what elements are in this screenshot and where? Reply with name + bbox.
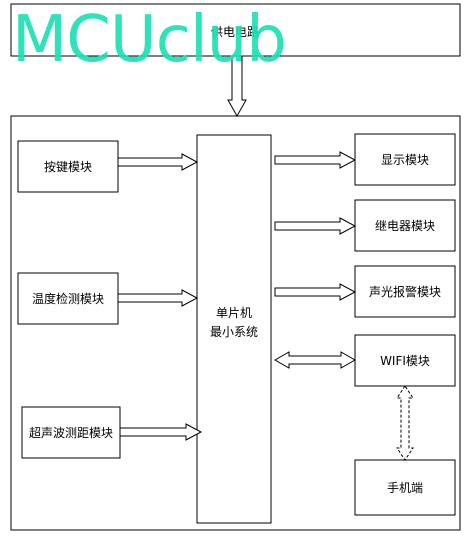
wifi-module-label: WIFI模块 [380,354,430,368]
mcuclub-watermark: MCUclub [12,3,287,77]
power-supply-box [10,3,461,57]
ultrasonic-to-mcu-arrow [119,423,203,441]
wifi-phone-dashed-arrow [396,385,414,461]
ultrasonic-module-box [21,406,121,459]
mcu-label-line2: 最小系统 [210,325,258,339]
wifi-module-box [354,334,456,387]
alarm-module-box [354,265,456,318]
ultrasonic-module-label: 超声波测距模块 [29,425,113,440]
phone-label: 手机端 [387,481,423,495]
mcu-box [196,134,272,524]
key-to-mcu-arrow [117,153,199,171]
temperature-module-box [17,272,119,325]
relay-module-label: 继电器模块 [375,219,435,233]
mcu-label-line1: 单片机 [216,306,252,320]
phone-box [354,459,456,516]
power-down-arrow [227,55,247,118]
temperature-module-label: 温度检测模块 [32,291,104,306]
key-module-label: 按键模块 [44,160,92,174]
system-frame [10,115,461,531]
power-supply-label: 供电电路 [211,24,259,39]
temperature-to-mcu-arrow [117,289,199,307]
mcu-wifi-bidirectional-arrow [273,351,357,369]
mcu-to-alarm-arrow [274,283,357,301]
mcu-to-display-arrow [274,151,357,169]
display-module-label: 显示模块 [381,153,429,167]
mcu-to-relay-arrow [274,217,357,235]
alarm-module-label: 声光报警模块 [369,284,441,299]
